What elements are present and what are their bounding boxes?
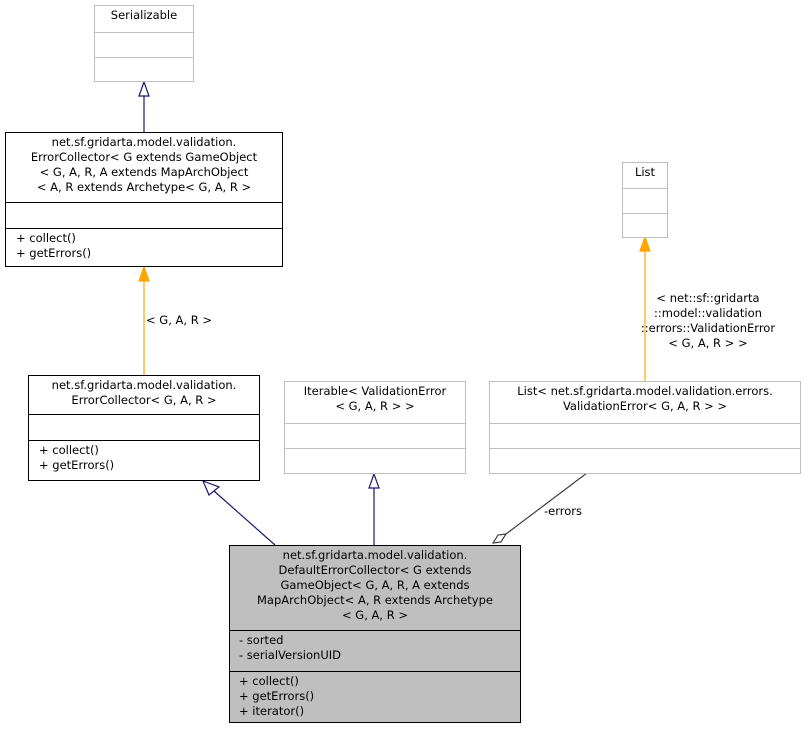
class-methods — [95, 57, 193, 81]
edge-label-list-binding: < net::sf::gridarta ::model::validation … — [640, 291, 776, 350]
class-methods — [623, 213, 667, 237]
class-attributes — [623, 188, 667, 213]
edge-label-error-collector-binding: < G, A, R > — [146, 313, 212, 327]
template-binding-edge-list — [639, 235, 651, 381]
class-methods — [285, 448, 465, 473]
class-title: net.sf.gridarta.model.validation. Defaul… — [256, 548, 493, 622]
class-list[interactable]: List — [622, 162, 668, 238]
class-attributes — [285, 423, 465, 448]
class-methods: + collect() + getErrors() — [6, 228, 282, 264]
inheritance-edge-errorcollector-serializable — [138, 80, 150, 132]
class-error-collector-generic[interactable]: net.sf.gridarta.model.validation. ErrorC… — [5, 132, 283, 267]
inheritance-edge-default-errorcollector — [201, 479, 276, 546]
class-title: List — [634, 165, 656, 179]
class-iterable[interactable]: Iterable< ValidationError < G, A, R > > — [284, 381, 466, 474]
method-collect: + collect() — [239, 674, 299, 688]
class-list-bound[interactable]: List< net.sf.gridarta.model.validation.e… — [489, 381, 801, 474]
association-edge-errors — [491, 472, 588, 544]
class-error-collector-bound[interactable]: net.sf.gridarta.model.validation. ErrorC… — [28, 375, 260, 481]
class-methods: + collect() + getErrors() + iterator() — [230, 671, 520, 722]
method-iterator: + iterator() — [239, 704, 305, 718]
class-attributes — [95, 32, 193, 57]
class-title: Iterable< ValidationError < G, A, R > > — [303, 384, 447, 413]
class-default-error-collector[interactable]: net.sf.gridarta.model.validation. Defaul… — [229, 545, 521, 723]
edge-label-errors: -errors — [544, 504, 582, 518]
class-methods: + collect() + getErrors() — [29, 440, 259, 476]
class-title: List< net.sf.gridarta.model.validation.e… — [517, 384, 773, 413]
class-attributes: - sorted - serialVersionUID — [230, 630, 520, 671]
class-title: Serializable — [110, 8, 178, 22]
class-attributes — [6, 202, 282, 228]
method-get-errors: + getErrors() — [239, 689, 315, 703]
class-attributes — [29, 414, 259, 440]
class-title: net.sf.gridarta.model.validation. ErrorC… — [51, 378, 237, 407]
inheritance-edge-default-iterable — [368, 472, 380, 545]
class-title: net.sf.gridarta.model.validation. ErrorC… — [30, 135, 258, 194]
method-collect: + collect() — [39, 443, 99, 457]
method-get-errors: + getErrors() — [16, 246, 92, 260]
template-binding-edge-errorcollector — [138, 265, 150, 375]
class-attributes — [490, 423, 800, 448]
class-serializable[interactable]: Serializable — [94, 5, 194, 82]
class-methods — [490, 448, 800, 473]
attribute-serial-version-uid: - serialVersionUID — [239, 648, 341, 662]
method-get-errors: + getErrors() — [39, 458, 115, 472]
attribute-sorted: - sorted — [239, 633, 284, 647]
method-collect: + collect() — [16, 231, 76, 245]
